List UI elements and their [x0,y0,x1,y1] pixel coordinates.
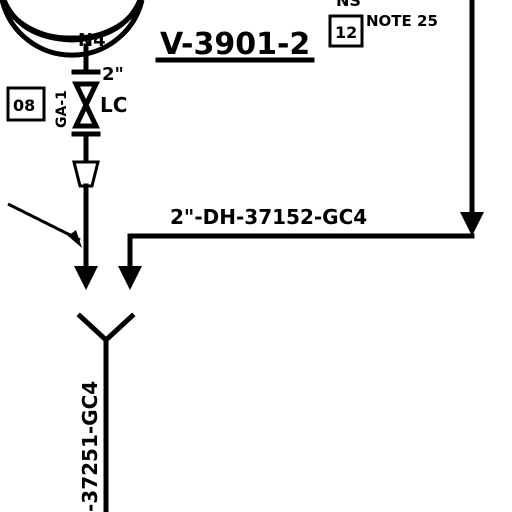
vessel-tag: V-3901-2 [160,27,310,62]
note-box-number: 12 [335,23,357,42]
ns-fragment-label: NS [336,0,361,10]
tundish-symbol [76,312,136,344]
line-horizontal-label: 2"-DH-37152-GC4 [170,205,367,229]
valve-size: 2" [102,64,124,85]
reducer-symbol [72,160,100,188]
diagonal-line [7,202,81,242]
valve-box-code: 08 [13,96,35,115]
nozzle-label: N4 [78,30,106,51]
valve-vertical-tag: GA-1 [54,90,70,128]
flow-arrow-left [74,266,98,290]
vessel-outline [1,0,143,43]
flow-arrow-right [460,212,484,236]
flow-arrow-middle [118,266,142,290]
diagonal-arrow [68,230,82,248]
note-text: NOTE 25 [366,12,438,30]
gate-valve [72,81,100,129]
valve-box [6,86,46,122]
line-vertical-label: -37251-GC4 [78,381,102,512]
valve-status: LC [100,93,127,117]
note-box [328,14,364,48]
